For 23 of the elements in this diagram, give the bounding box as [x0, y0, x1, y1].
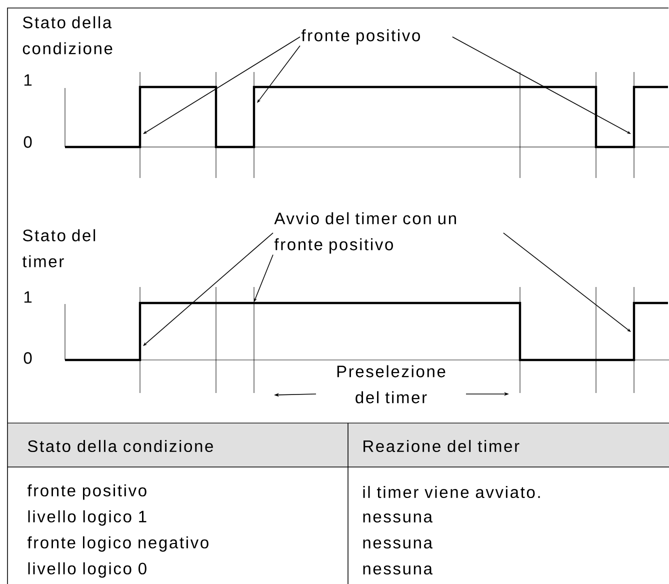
- table-cell: livello logico 1: [28, 510, 146, 526]
- header-text: Reazione del timer: [364, 440, 520, 452]
- table-cell: livello logico 0: [28, 562, 146, 578]
- leader-line: [143, 36, 300, 134]
- axis-title: Stato del timer: [22, 229, 96, 268]
- table-cell: il timer viene avviato.: [363, 486, 540, 498]
- callout-text: Avvio del timer con un fronte positivo: [274, 212, 456, 254]
- tick-label: 0: [24, 352, 32, 364]
- leader-line: [503, 232, 631, 332]
- table-cell: nessuna: [363, 566, 432, 575]
- header-text: Stato della condizione: [28, 440, 213, 452]
- tick-label: 1: [24, 291, 32, 303]
- callout-text: fronte positivo: [301, 29, 420, 45]
- table-cell: nessuna: [363, 540, 432, 549]
- table-cell: fronte positivo: [27, 484, 146, 500]
- axis-title: Stato della condizione: [22, 16, 112, 54]
- table-cell: nessuna: [363, 514, 432, 523]
- dimension-label: Preselezione del timer: [337, 365, 446, 404]
- leader-line: [143, 232, 274, 346]
- tick-label: 1: [24, 74, 32, 86]
- leader-line: [257, 45, 300, 103]
- tick-label: 0: [24, 136, 32, 148]
- table-cell: fronte logico negativo: [27, 536, 208, 552]
